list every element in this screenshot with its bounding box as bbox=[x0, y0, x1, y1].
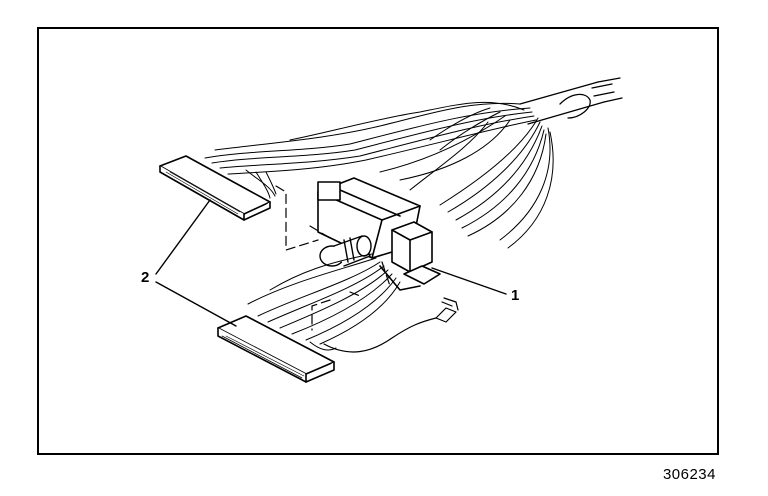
leader-line-2-upper bbox=[155, 199, 211, 275]
figure-number: 306234 bbox=[662, 466, 716, 483]
leader-line-1 bbox=[431, 267, 507, 295]
center-wire-bundle bbox=[379, 115, 554, 249]
pigtail-lead bbox=[323, 297, 459, 353]
leader-line-2-lower bbox=[155, 281, 237, 327]
ribbon-connector-icon bbox=[217, 315, 335, 383]
connector-body-icon bbox=[317, 177, 441, 291]
upper-wire-bundle bbox=[204, 101, 537, 199]
cable-trunk bbox=[519, 77, 623, 125]
callout-2: 2 bbox=[141, 269, 150, 286]
callout-1: 1 bbox=[511, 287, 520, 304]
leader-lines bbox=[155, 199, 507, 327]
ribbon-connector-icon bbox=[159, 155, 271, 221]
